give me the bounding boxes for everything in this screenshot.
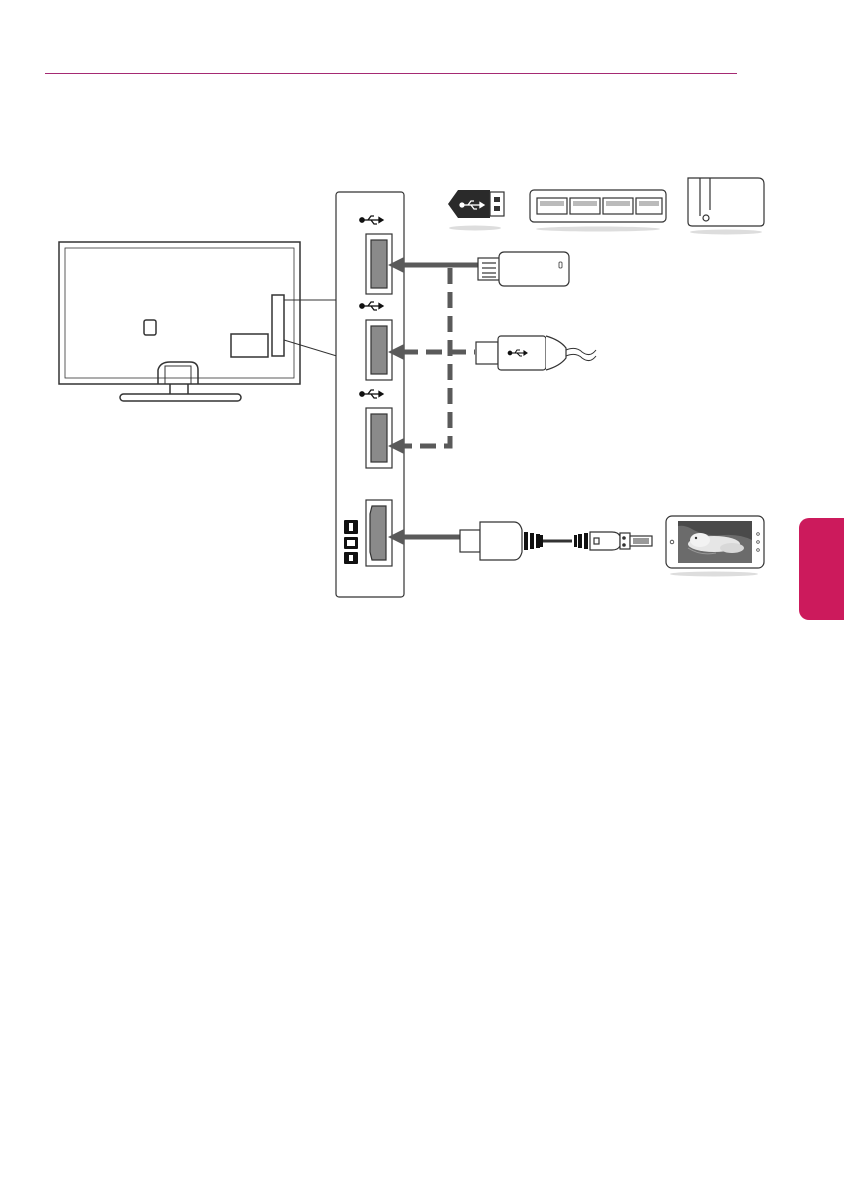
usb-port-2-slot xyxy=(371,326,387,374)
hdmi-logo xyxy=(344,520,358,564)
usb-cable xyxy=(476,336,596,370)
usb-cable-plug xyxy=(476,342,498,364)
hdmi-plug-tip xyxy=(460,530,480,552)
tv-side-panel xyxy=(272,295,284,356)
tv-inner-frame xyxy=(65,248,294,378)
tv-back-view xyxy=(59,242,340,401)
bottom-bar xyxy=(0,1196,844,1202)
flash-drive-body xyxy=(499,252,569,286)
usb-cable-grip xyxy=(546,336,566,370)
usb-hub xyxy=(530,190,666,232)
tv-mount-slot xyxy=(144,320,156,335)
usb-dashed-line-3 xyxy=(402,268,450,446)
usb-cable-wire xyxy=(566,348,596,360)
hdd-shadow xyxy=(690,230,762,235)
hdmi-mhl-cable xyxy=(460,522,652,560)
usb-port-1-slot xyxy=(371,240,387,288)
usb-stick-shadow xyxy=(449,226,501,231)
tv-stand-base xyxy=(120,394,241,401)
zoom-lines xyxy=(284,300,340,357)
tv-stand-block xyxy=(165,366,191,384)
hdmi-plug-body xyxy=(480,522,522,560)
tv-rear-panel xyxy=(231,334,268,357)
usb-hub-shadow xyxy=(536,227,660,232)
phone-shadow xyxy=(670,572,758,577)
tv-stand-post xyxy=(170,384,188,394)
tv-stand-neck xyxy=(158,362,198,384)
usb-memory-stick xyxy=(448,190,504,231)
usb-stick-plug xyxy=(490,192,504,216)
hdmi-port-slot xyxy=(370,506,386,560)
usb-flash-drive xyxy=(478,252,569,286)
external-hard-drive xyxy=(688,178,764,235)
smartphone xyxy=(666,516,764,577)
usb-port-3-slot xyxy=(371,414,387,462)
connection-lines xyxy=(402,265,480,537)
